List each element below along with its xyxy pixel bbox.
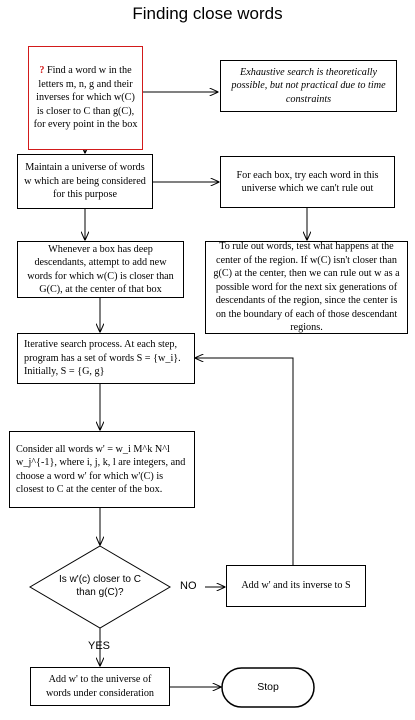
- node-add-to-s-text: Add w' and its inverse to S: [241, 580, 351, 592]
- node-iterative-text: Iterative search process. At each step, …: [24, 339, 181, 378]
- node-add-universe-text: Add w' to the universe of words under co…: [45, 674, 155, 699]
- node-each-box-text: For each box, try each word in this univ…: [236, 169, 379, 194]
- node-consider-text: Consider all words w' = w_i M^k N^l w_j^…: [16, 443, 186, 495]
- node-find-word-text: Find a word w in the letters m, n, g and…: [33, 65, 138, 131]
- diagram-title: Finding close words: [132, 4, 283, 23]
- stop-text: Stop: [257, 681, 279, 693]
- node-exhaustive-note-text: Exhaustive search is theoretically possi…: [231, 66, 386, 105]
- node-find-word: ? Find a word w in the letters m, n, g a…: [28, 46, 143, 150]
- node-iterative: Iterative search process. At each step, …: [17, 333, 195, 384]
- node-add-to-s: Add w' and its inverse to S: [226, 565, 366, 607]
- node-consider: Consider all words w' = w_i M^k N^l w_j^…: [9, 431, 195, 508]
- connector-addS-loop: [195, 358, 294, 565]
- node-deep-descendants: Whenever a box has deep descendants, att…: [17, 241, 184, 298]
- decision-text: Is w'(c) closer to C than g(C)?: [59, 574, 141, 598]
- stop-terminal: [221, 667, 315, 708]
- node-rule-out-text: To rule out words, test what happens at …: [213, 241, 400, 334]
- node-maintain-universe: Maintain a universe of words w which are…: [17, 154, 153, 209]
- node-each-box: For each box, try each word in this univ…: [220, 156, 395, 208]
- node-maintain-universe-text: Maintain a universe of words w which are…: [24, 162, 146, 201]
- label-yes: YES: [88, 640, 111, 652]
- node-deep-descendants-text: Whenever a box has deep descendants, att…: [27, 243, 174, 295]
- node-rule-out: To rule out words, test what happens at …: [205, 241, 408, 334]
- node-exhaustive-note: Exhaustive search is theoretically possi…: [220, 60, 397, 112]
- decision-diamond: [29, 545, 171, 629]
- node-add-universe: Add w' to the universe of words under co…: [30, 667, 170, 706]
- label-no: NO: [180, 580, 197, 592]
- question-marker: ?: [39, 65, 45, 77]
